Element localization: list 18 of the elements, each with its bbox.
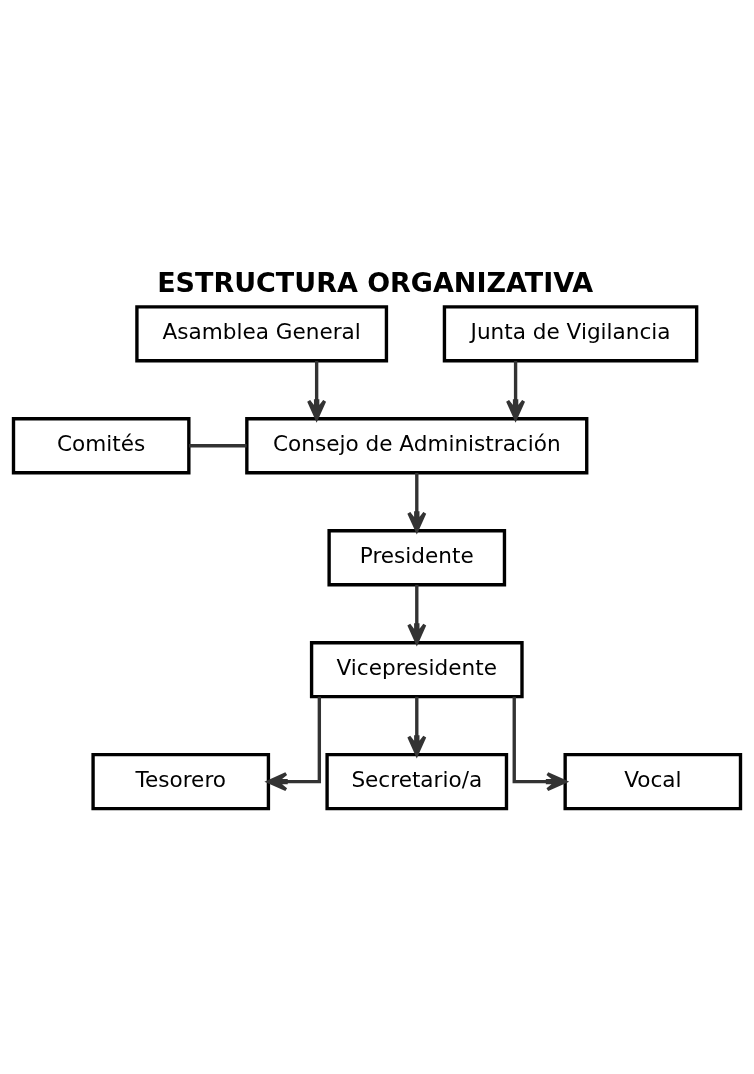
node-box: Vocal xyxy=(563,752,743,810)
arrow xyxy=(407,584,427,644)
arrow xyxy=(266,696,322,791)
node-box: Comités xyxy=(11,416,191,474)
arrow xyxy=(506,360,526,420)
node-box: Asamblea General xyxy=(135,304,389,362)
node-box: Consejo de Administración xyxy=(245,416,589,474)
arrow xyxy=(407,472,427,532)
node-box: Tesorero xyxy=(91,752,271,810)
arrow xyxy=(407,696,427,756)
diagram-title: ESTRUCTURA ORGANIZATIVA xyxy=(157,266,594,298)
node-box: Junta de Vigilancia xyxy=(442,304,699,362)
arrow xyxy=(307,360,327,420)
connector xyxy=(189,443,247,447)
node-box: Secretario/a xyxy=(325,752,509,810)
arrow xyxy=(512,696,567,791)
node-box: Vicepresidente xyxy=(309,640,524,698)
node-box: Presidente xyxy=(327,528,507,586)
